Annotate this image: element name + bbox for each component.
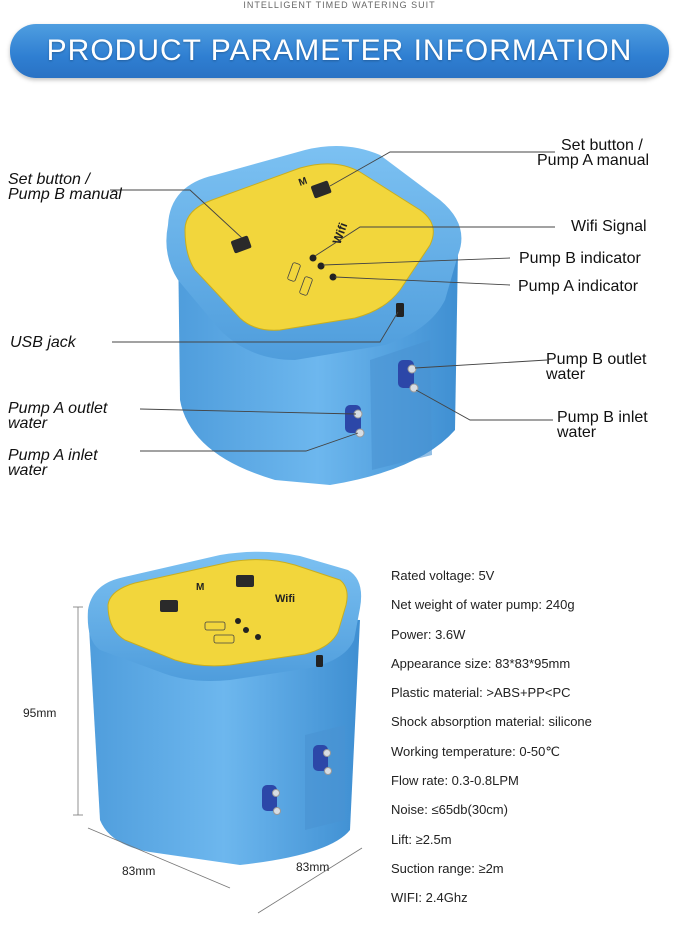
set-button-a-icon — [311, 180, 332, 199]
bottom-device-top-shell — [87, 551, 362, 681]
callout-pump-b-outlet-line2: water — [546, 366, 586, 383]
set-button-b-icon — [231, 235, 252, 254]
callout-set-button-b: Set button / Pump B manual — [8, 171, 122, 203]
leader-pump-b-inlet — [415, 389, 553, 421]
bottom-device-body — [88, 610, 360, 865]
leader-pump-a-inlet — [140, 432, 359, 452]
spec-rated-voltage: Rated voltage: 5V — [391, 568, 495, 583]
dimension-height-label: 95mm — [23, 706, 57, 720]
bottom-pump-a-outlet-nozzle-icon — [272, 789, 280, 797]
bottom-brand-mark: M — [196, 582, 204, 593]
callout-usb-jack: USB jack — [10, 334, 76, 351]
pump-a-label-plate — [299, 276, 313, 296]
spec-flow-rate: Flow rate: 0.3-0.8LPM — [391, 773, 519, 789]
spec-wifi: WIFI: 2.4Ghz — [391, 890, 468, 906]
pump-b-label-plate — [287, 262, 301, 282]
spec-shock-absorption: Shock absorption material: silicone — [391, 714, 592, 730]
pump-b-led-icon — [317, 262, 325, 270]
panel-wifi-label: Wifi — [330, 221, 351, 246]
bottom-usb-jack-icon — [316, 655, 323, 667]
bottom-set-button-b-icon — [160, 600, 178, 612]
callout-pump-a-outlet-line1: Pump A outlet — [8, 400, 108, 417]
callout-pump-b-inlet: Pump B inlet water — [557, 409, 648, 441]
leader-pump-b-indicator — [322, 257, 511, 266]
callout-pump-a-inlet-line1: Pump A inlet — [8, 447, 98, 464]
leader-pump-a-outlet — [139, 408, 357, 415]
pump-a-housing-icon — [345, 405, 361, 433]
bottom-pump-a-label-plate — [213, 634, 235, 644]
wifi-led-icon — [309, 254, 317, 262]
pump-b-outlet-nozzle-icon — [407, 364, 417, 374]
spec-appearance-size: Appearance size: 83*83*95mm — [391, 655, 571, 671]
spec-list: Rated voltage: 5V Net weight of water pu… — [391, 568, 661, 920]
callout-set-button-a: Set button / Pump A manual — [537, 137, 650, 169]
bottom-pump-b-inlet-nozzle-icon — [324, 767, 332, 775]
usb-jack-icon — [396, 303, 404, 317]
callout-pump-a-outlet-line2: water — [8, 415, 48, 432]
leader-set-b — [110, 189, 243, 239]
bottom-pump-b-led-icon — [243, 627, 249, 633]
callout-wifi-signal: Wifi Signal — [571, 218, 647, 235]
spec-noise: Noise: ≤65db(30cm) — [391, 802, 508, 818]
spec-plastic-material: Plastic material: >ABS+PP<PC — [391, 685, 571, 701]
width-dimension-line — [87, 827, 231, 889]
callout-set-button-b-line1: Set button / — [8, 171, 90, 188]
bottom-wifi-led-icon — [235, 618, 241, 624]
pump-b-housing-icon — [398, 360, 414, 388]
banner: PRODUCT PARAMETER INFORMATION — [10, 24, 669, 78]
callout-pump-a-outlet: Pump A outlet water — [8, 400, 108, 432]
pump-b-inlet-nozzle-icon — [409, 383, 419, 393]
callout-set-button-a-line2: Pump A manual — [537, 152, 650, 169]
banner-title: PRODUCT PARAMETER INFORMATION — [46, 34, 633, 67]
spec-power: Power: 3.6W — [391, 626, 466, 642]
callout-pump-a-inlet-line2: water — [8, 462, 48, 479]
bottom-pump-a-inlet-nozzle-icon — [273, 807, 281, 815]
callout-pump-a-indicator: Pump A indicator — [518, 278, 639, 295]
callout-set-button-b-line2: Pump B manual — [8, 186, 122, 203]
dimension-depth-label: 83mm — [296, 860, 330, 874]
bottom-device: M Wifi — [87, 551, 362, 865]
leader-pump-a-indicator — [334, 276, 511, 286]
callout-pump-b-indicator: Pump B indicator — [519, 250, 641, 267]
callout-pump-b-outlet: Pump B outlet water — [546, 351, 647, 383]
depth-dimension-line — [257, 847, 363, 914]
bottom-pump-recess — [305, 725, 345, 830]
spec-suction-range: Suction range: ≥2m — [391, 860, 504, 876]
callout-pump-b-inlet-line2: water — [557, 424, 597, 441]
bottom-device-panel — [107, 559, 348, 667]
device-body — [178, 240, 458, 485]
pump-a-outlet-nozzle-icon — [353, 409, 363, 419]
spec-lift: Lift: ≥2.5m — [391, 831, 452, 847]
device-top-shell — [166, 146, 462, 360]
bottom-pump-a-housing-icon — [262, 785, 277, 811]
bottom-pump-b-outlet-nozzle-icon — [323, 749, 331, 757]
pump-a-led-icon — [329, 273, 337, 281]
leader-pump-b-outlet — [414, 359, 548, 369]
callout-pump-b-inlet-line1: Pump B inlet — [557, 409, 648, 426]
pump-recess — [370, 340, 432, 470]
dimension-width-label: 83mm — [122, 864, 156, 878]
callout-pump-a-inlet: Pump A inlet water — [8, 447, 98, 479]
suit-title: INTELLIGENT TIMED WATERING SUIT — [243, 0, 436, 10]
spec-working-temperature: Working temperature: 0-50℃ — [391, 743, 560, 759]
leader-set-a — [329, 151, 555, 187]
pump-a-inlet-nozzle-icon — [355, 428, 365, 438]
bottom-pump-b-label-plate — [204, 621, 226, 631]
device-control-panel — [184, 163, 434, 331]
bottom-panel-wifi-label: Wifi — [275, 593, 295, 605]
spec-net-weight: Net weight of water pump: 240g — [391, 597, 575, 613]
leader-usb — [112, 311, 399, 343]
callout-pump-b-outlet-line1: Pump B outlet — [546, 351, 647, 368]
bottom-set-button-a-icon — [236, 575, 254, 587]
brand-mark: M — [297, 176, 309, 189]
bottom-pump-b-housing-icon — [313, 745, 328, 771]
callout-set-button-a-line1: Set button / — [561, 137, 643, 154]
bottom-pump-a-led-icon — [255, 634, 261, 640]
